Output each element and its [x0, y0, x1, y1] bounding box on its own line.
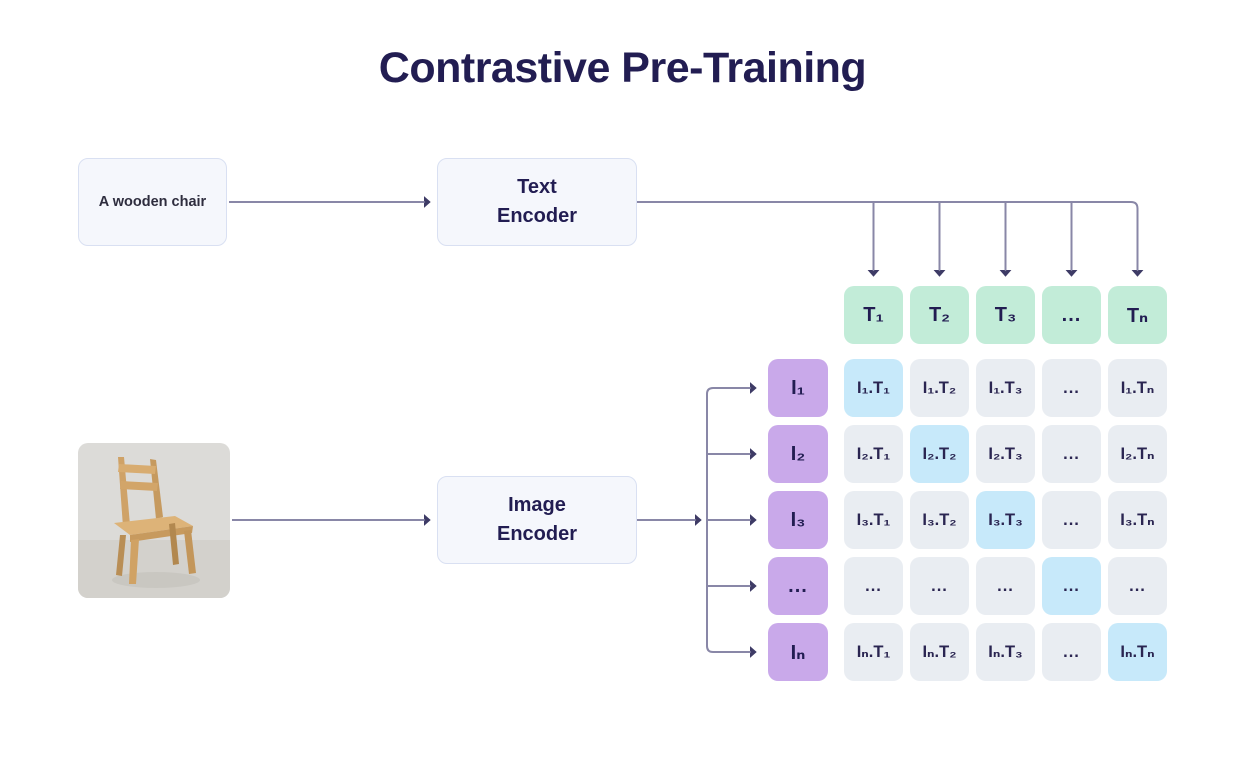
matrix-cell-r5c3: Iₙ.T₃ — [976, 623, 1035, 681]
matrix-cell-r3c4: ... — [1042, 491, 1101, 549]
text-input-label: A wooden chair — [98, 194, 207, 210]
image-encoder-label: Image Encoder — [496, 494, 578, 545]
chair-image — [78, 443, 230, 598]
wooden-chair-illustration — [78, 443, 230, 598]
image-encoder-box: Image Encoder — [437, 476, 637, 564]
matrix-cell-r5c4: ... — [1042, 623, 1101, 681]
text-embedding-ellipsis: ... — [1042, 286, 1101, 344]
text-encoder-label: Text Encoder — [496, 176, 578, 227]
text-input-box: A wooden chair — [78, 158, 227, 246]
matrix-cell-r2c3: I₂.T₃ — [976, 425, 1035, 483]
matrix-cell-r1c1: I₁.T₁ — [844, 359, 903, 417]
text-embedding-t1: T₁ — [844, 286, 903, 344]
text-embedding-t3: T₃ — [976, 286, 1035, 344]
matrix-cell-r5c5: Iₙ.Tₙ — [1108, 623, 1167, 681]
matrix-cell-r4c3: ... — [976, 557, 1035, 615]
page-title: Contrastive Pre-Training — [378, 44, 867, 92]
matrix-cell-r1c5: I₁.Tₙ — [1108, 359, 1167, 417]
matrix-cell-r4c4: ... — [1042, 557, 1101, 615]
text-embedding-t2: T₂ — [910, 286, 969, 344]
matrix-cell-r3c3: I₃.T₃ — [976, 491, 1035, 549]
matrix-cell-r4c1: ... — [844, 557, 903, 615]
image-embedding-ellipsis: ... — [768, 557, 828, 615]
text-encoder-box: Text Encoder — [437, 158, 637, 246]
matrix-cell-r5c2: Iₙ.T₂ — [910, 623, 969, 681]
matrix-cell-r4c5: ... — [1108, 557, 1167, 615]
matrix-cell-r1c3: I₁.T₃ — [976, 359, 1035, 417]
matrix-cell-r3c1: I₃.T₁ — [844, 491, 903, 549]
image-embedding-i2: I₂ — [768, 425, 828, 483]
matrix-cell-r2c4: ... — [1042, 425, 1101, 483]
image-embedding-i3: I₃ — [768, 491, 828, 549]
matrix-cell-r2c5: I₂.Tₙ — [1108, 425, 1167, 483]
matrix-cell-r1c2: I₁.T₂ — [910, 359, 969, 417]
matrix-cell-r2c1: I₂.T₁ — [844, 425, 903, 483]
matrix-cell-r5c1: Iₙ.T₁ — [844, 623, 903, 681]
image-embedding-i1: I₁ — [768, 359, 828, 417]
matrix-cell-r3c2: I₃.T₂ — [910, 491, 969, 549]
image-embedding-in: Iₙ — [768, 623, 828, 681]
matrix-cell-r3c5: I₃.Tₙ — [1108, 491, 1167, 549]
matrix-cell-r2c2: I₂.T₂ — [910, 425, 969, 483]
matrix-cell-r1c4: ... — [1042, 359, 1101, 417]
text-embedding-tn: Tₙ — [1108, 286, 1167, 344]
matrix-cell-r4c2: ... — [910, 557, 969, 615]
